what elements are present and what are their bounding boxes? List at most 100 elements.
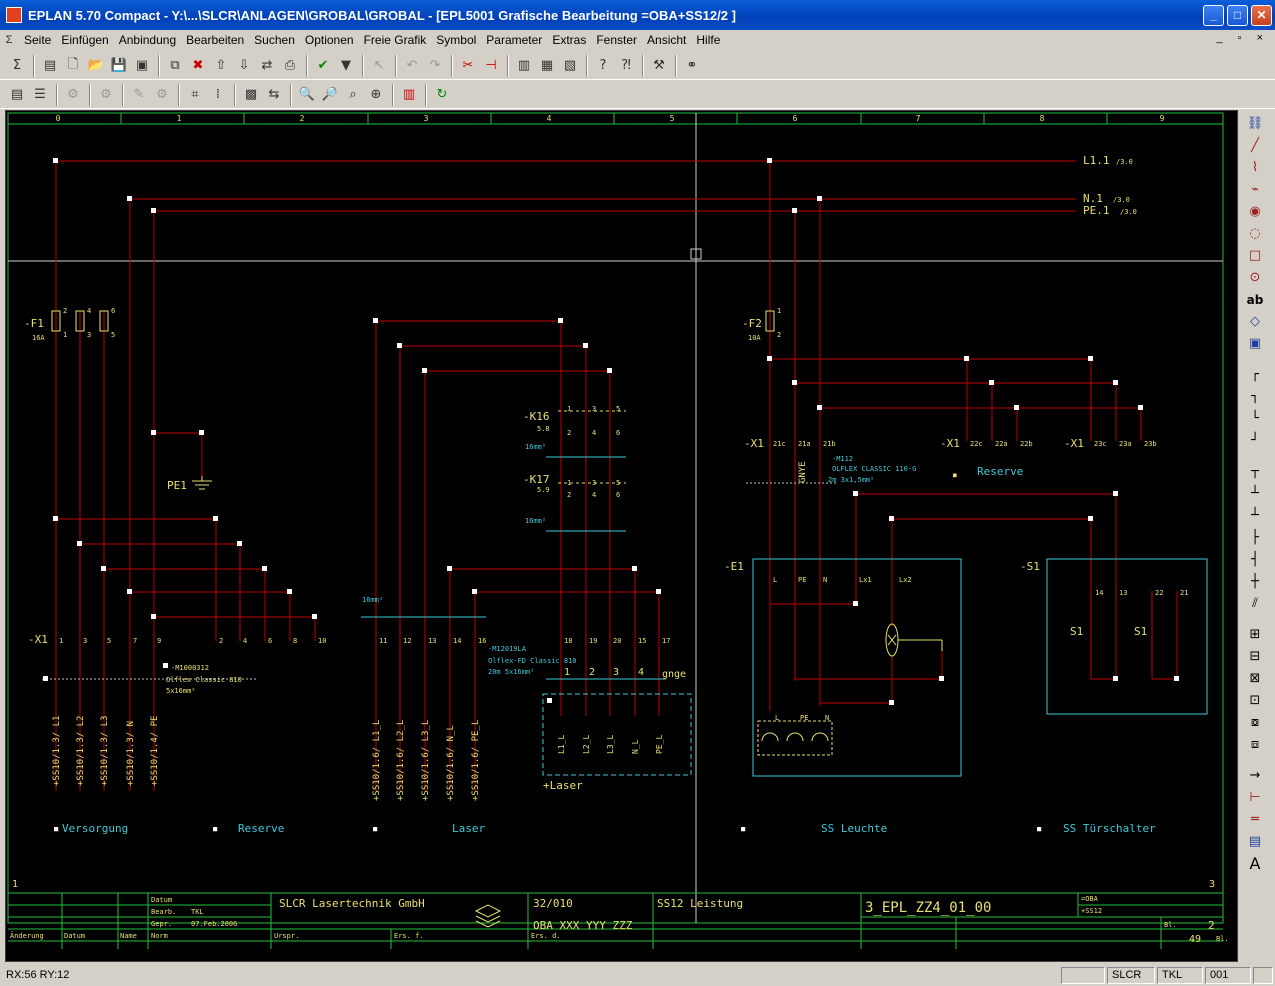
pointer-icon[interactable]: ↖ <box>373 58 385 73</box>
zoom-window-icon[interactable]: ⌕ <box>349 87 357 102</box>
print-icon[interactable]: ⎙ <box>284 58 296 73</box>
save-all-icon[interactable]: ▣ <box>135 58 149 73</box>
cut-red-icon[interactable]: ✂ <box>462 58 474 73</box>
window3-icon[interactable]: ▧ <box>563 58 577 73</box>
disabled1-icon[interactable]: ⚙ <box>67 87 79 102</box>
maximize-button[interactable]: □ <box>1227 4 1248 26</box>
corner1-icon[interactable]: ┌ <box>1251 367 1259 382</box>
disabled4-icon[interactable]: ⚙ <box>156 87 168 102</box>
mdi-controls[interactable]: _ ▫ × <box>1216 32 1269 44</box>
svg-text:Name: Name <box>120 932 137 940</box>
corner3-icon[interactable]: └ <box>1251 411 1259 426</box>
drawing-canvas[interactable]: 0 1 2 3 4 5 6 7 8 9 L1.1 /3.0 N.1 /3.0 P… <box>5 110 1238 962</box>
window1-icon[interactable]: ▥ <box>517 58 531 73</box>
s1-contact1-label: S1 <box>1070 625 1083 638</box>
import-icon[interactable]: ⇩ <box>238 58 250 73</box>
menu-anbindung[interactable]: Anbindung <box>118 33 177 47</box>
plc-icon[interactable]: ▥ <box>402 87 416 102</box>
menu-suchen[interactable]: Suchen <box>254 33 295 47</box>
disabled2-icon[interactable]: ⚙ <box>100 87 112 102</box>
device3-icon[interactable]: ⊠ <box>1249 671 1261 686</box>
corner4-icon[interactable]: ┘ <box>1251 433 1259 448</box>
props-icon[interactable]: ▤ <box>10 87 24 102</box>
menu-hilfe[interactable]: Hilfe <box>696 33 721 47</box>
zoom-all-icon[interactable]: ⊕ <box>370 87 382 102</box>
cross-icon[interactable]: ┼ <box>1251 574 1259 589</box>
diamond-icon[interactable]: ◇ <box>1250 314 1260 329</box>
disabled3-icon[interactable]: ✎ <box>133 87 145 102</box>
open-icon[interactable]: 📂 <box>87 58 105 73</box>
branch-icon[interactable]: ⫽ <box>1252 596 1258 611</box>
close-button[interactable]: ✕ <box>1251 4 1272 26</box>
device2-icon[interactable]: ⊟ <box>1249 649 1261 664</box>
arrows-icon[interactable]: ⇆ <box>268 87 280 102</box>
corner2-icon[interactable]: ┐ <box>1251 389 1259 404</box>
rect-icon[interactable]: □ <box>1248 248 1262 263</box>
arrow-right-icon[interactable]: → <box>1249 768 1261 783</box>
undo-icon[interactable]: ↶ <box>406 58 418 73</box>
fill-icon[interactable]: ▩ <box>244 87 258 102</box>
svg-text:Bl.: Bl. <box>1164 921 1177 929</box>
menu-einfuegen[interactable]: Einfügen <box>61 33 109 47</box>
zoom-out-icon[interactable]: 🔎 <box>321 87 339 102</box>
save-icon[interactable]: 💾 <box>110 58 128 73</box>
zoom-in-icon[interactable]: 🔍 <box>298 87 316 102</box>
device5-icon[interactable]: ⧇ <box>1250 715 1260 730</box>
doc-menu-icon[interactable]: Σ <box>5 34 13 46</box>
menu-optionen[interactable]: Optionen <box>304 33 354 47</box>
arc-icon[interactable]: ◌ <box>1249 226 1261 241</box>
device6-icon[interactable]: ⧈ <box>1250 737 1260 752</box>
table-icon[interactable]: ▤ <box>1248 834 1262 849</box>
ellipse-icon[interactable]: ⊙ <box>1249 270 1261 285</box>
svg-text:23a: 23a <box>1119 440 1132 448</box>
tee3-icon[interactable]: ┴ <box>1251 508 1259 523</box>
page-new-icon[interactable]: ▤ <box>43 58 57 73</box>
line-icon[interactable]: ╱ <box>1251 138 1259 153</box>
new-doc-icon[interactable]: 🗋 <box>67 56 79 72</box>
minimize-button[interactable]: _ <box>1203 4 1224 26</box>
menu-fenster[interactable]: Fenster <box>596 33 638 47</box>
move-icon[interactable]: ⇄ <box>261 58 273 73</box>
menu-bearbeiten[interactable]: Bearbeiten <box>186 33 245 47</box>
menu-ansicht[interactable]: Ansicht <box>647 33 687 47</box>
svg-text:3: 3 <box>592 405 596 413</box>
tee4-icon[interactable]: ├ <box>1251 530 1259 545</box>
menu-symbol[interactable]: Symbol <box>436 33 477 47</box>
export-icon[interactable]: ⇧ <box>215 58 227 73</box>
context-help-icon[interactable]: ⁈ <box>621 58 631 73</box>
filter-icon[interactable]: ▼ <box>341 58 351 73</box>
help-icon[interactable]: ? <box>599 58 607 73</box>
tee2-icon[interactable]: ┴ <box>1251 486 1259 501</box>
dots-icon[interactable]: ⁞ <box>215 87 221 102</box>
svg-text:Ers. d.: Ers. d. <box>531 932 561 940</box>
window2-icon[interactable]: ▦ <box>540 58 554 73</box>
device1-icon[interactable]: ⊞ <box>1249 627 1261 642</box>
binoculars-icon[interactable]: ⚭ <box>686 58 698 73</box>
break-icon[interactable]: ⊣ <box>485 58 497 73</box>
menu-parameter[interactable]: Parameter <box>486 33 543 47</box>
image-icon[interactable]: ▣ <box>1248 336 1262 351</box>
tee1-icon[interactable]: ┬ <box>1251 464 1259 479</box>
list-icon[interactable]: ☰ <box>34 87 46 102</box>
text-ab-icon[interactable]: ab <box>1246 292 1264 307</box>
copy-icon[interactable]: ⧉ <box>170 58 180 73</box>
polyline-icon[interactable]: ⌇ <box>1251 160 1259 175</box>
delete-icon[interactable]: ✖ <box>192 58 204 73</box>
terminal-icon[interactable]: ⊢ <box>1249 790 1261 805</box>
refresh-icon[interactable]: ↻ <box>436 87 448 102</box>
circle-icon[interactable]: ◉ <box>1249 204 1261 219</box>
redo-icon[interactable]: ↷ <box>429 58 441 73</box>
menu-extras[interactable]: Extras <box>552 33 587 47</box>
sigma-icon[interactable]: Σ <box>12 58 22 73</box>
text-a-icon[interactable]: A <box>1249 854 1261 873</box>
menu-freie-grafik[interactable]: Freie Grafik <box>363 33 427 47</box>
equals-icon[interactable]: ═ <box>1251 812 1259 827</box>
menu-seite[interactable]: Seite <box>24 33 52 47</box>
check-icon[interactable]: ✔ <box>317 58 329 73</box>
link-icon[interactable]: ⛓ <box>1246 116 1264 131</box>
grid-icon[interactable]: ⌗ <box>191 87 199 102</box>
device4-icon[interactable]: ⊡ <box>1249 693 1261 708</box>
tee5-icon[interactable]: ┤ <box>1251 552 1259 567</box>
zigzag-icon[interactable]: ⌁ <box>1251 182 1259 197</box>
tools-icon[interactable]: ⚒ <box>653 58 665 73</box>
